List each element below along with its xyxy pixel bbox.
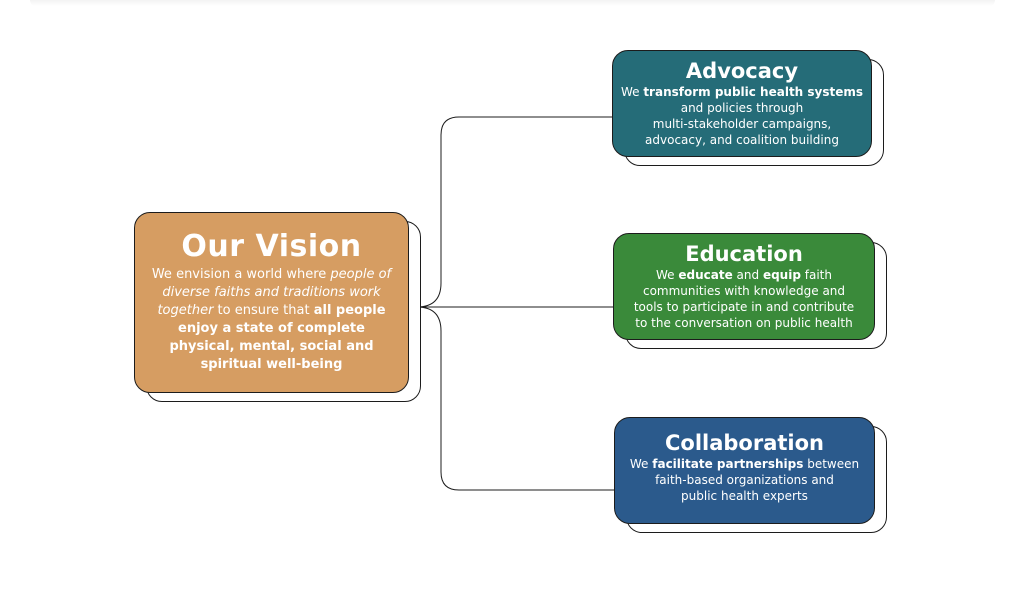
body-segment: and <box>732 268 763 282</box>
advocacy-card-face: Advocacy We transform public health syst… <box>612 50 872 157</box>
body-segment: equip <box>762 268 801 282</box>
body-segment: between <box>803 457 860 471</box>
body-segment: faith-based organizations and <box>655 473 834 487</box>
body-segment: We <box>629 457 653 471</box>
body-segment: to the conversation on public health <box>635 316 853 330</box>
body-segment: transform public health systems <box>643 85 864 99</box>
vision-title: Our Vision <box>181 229 362 264</box>
collaboration-card-face: Collaboration We facilitate partnerships… <box>614 417 875 524</box>
body-segment: We <box>656 268 679 282</box>
body-line: multi-stakeholder campaigns, <box>613 116 871 132</box>
collaboration-title: Collaboration <box>664 431 824 455</box>
body-line: and policies through <box>613 100 871 116</box>
body-segment: We <box>620 85 644 99</box>
top-shadow <box>30 0 995 6</box>
body-line: public health experts <box>615 488 874 504</box>
body-segment: faith <box>800 268 832 282</box>
collaboration-card: Collaboration We facilitate partnerships… <box>614 417 887 533</box>
connector-to-collaboration <box>416 306 614 491</box>
education-title: Education <box>685 242 803 266</box>
advocacy-title: Advocacy <box>685 59 799 83</box>
body-segment: all people enjoy a state of complete phy… <box>169 303 386 372</box>
body-segment: facilitate partnerships <box>652 457 804 471</box>
body-line: We transform public health systems <box>613 84 871 100</box>
body-segment: and policies through <box>680 101 804 115</box>
vision-body: We envision a world where people of dive… <box>135 266 408 374</box>
vision-card-face: Our Vision We envision a world where peo… <box>134 212 409 393</box>
body-segment: multi-stakeholder campaigns, <box>652 117 832 131</box>
body-line: to the conversation on public health <box>614 315 874 331</box>
body-segment: We envision a world where <box>151 267 331 282</box>
vision-card: Our Vision We envision a world where peo… <box>134 212 421 402</box>
body-line: communities with knowledge and <box>614 283 874 299</box>
body-segment: public health experts <box>681 489 808 503</box>
body-segment: people of diverse faiths and traditions … <box>157 267 392 318</box>
body-segment: to ensure that <box>213 303 314 318</box>
advocacy-card: Advocacy We transform public health syst… <box>612 50 884 166</box>
body-segment: tools to participate in and contribute <box>633 300 855 314</box>
body-line: advocacy, and coalition building <box>613 132 871 148</box>
body-line: faith-based organizations and <box>615 472 874 488</box>
body-line: tools to participate in and contribute <box>614 299 874 315</box>
body-line: We facilitate partnerships between <box>615 456 874 472</box>
connector-to-advocacy <box>416 116 613 308</box>
body-line: We educate and equip faith <box>614 267 874 283</box>
body-segment: advocacy, and coalition building <box>645 133 839 147</box>
body-segment: educate <box>678 268 733 282</box>
body-segment: communities with knowledge and <box>642 284 846 298</box>
